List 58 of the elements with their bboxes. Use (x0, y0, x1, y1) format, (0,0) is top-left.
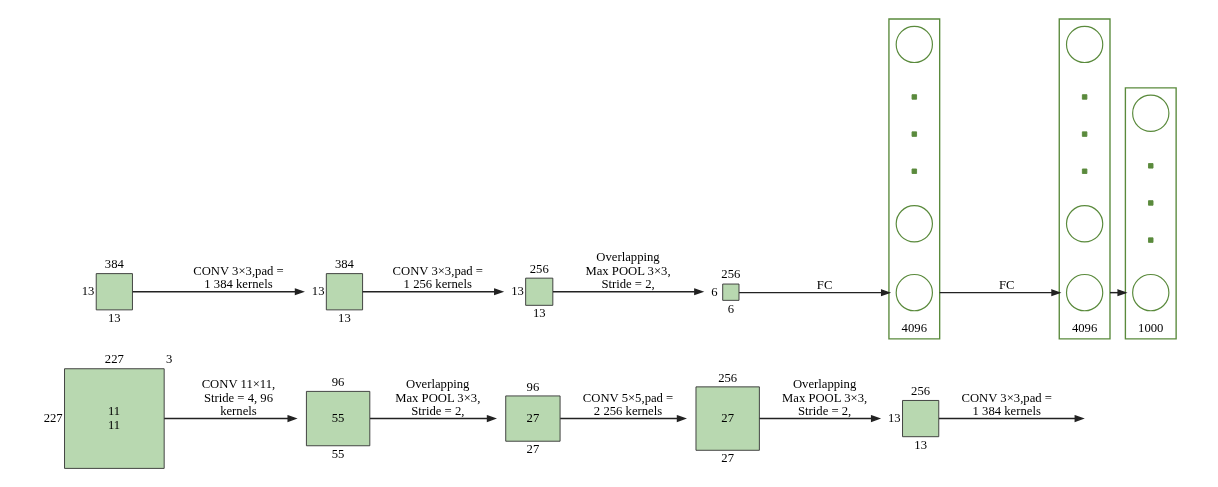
node-label: 256 (718, 370, 738, 385)
node-circle (895, 25, 933, 64)
arrow (552, 288, 705, 296)
node-label: 13 (888, 410, 901, 425)
node-circle (895, 273, 933, 312)
arrow (559, 415, 687, 423)
node-label: 256 (529, 261, 549, 276)
node-label: 227 (43, 410, 63, 425)
arrow (369, 415, 497, 423)
node-label: 384 (104, 257, 124, 272)
arrow (163, 415, 298, 423)
node-label: 13 (81, 284, 95, 299)
edge-label: CONV 3×3,pad = 1 256 kernels (392, 263, 483, 292)
node-label: 256 (721, 267, 741, 282)
node-label: 96 (526, 379, 540, 394)
node-label: 13 (108, 310, 121, 325)
edge-label: CONV 3×3,pad = 1 384 kernels (193, 263, 284, 292)
edge-label: CONV 3×3,pad = 1 384 kernels (961, 390, 1052, 419)
node-label: 6 (727, 301, 735, 316)
node-label: 384 (334, 257, 354, 272)
node-label: 13 (338, 310, 351, 325)
arrow (758, 415, 882, 423)
cluster (888, 18, 941, 340)
node-label: 13 (532, 306, 546, 321)
edge-label: FC (998, 278, 1015, 293)
edge-label: CONV 5×5,pad = 2 256 kernels (582, 390, 674, 419)
node-label: 4096 (901, 320, 927, 335)
cluster (1058, 18, 1111, 340)
node-label: 55 (331, 446, 345, 461)
cluster (1124, 87, 1177, 340)
node-label: 4096 (1071, 320, 1098, 335)
node-circle (1065, 25, 1104, 64)
edge-label: Overlapping Max POOL 3×3, Stride = 2, (395, 376, 481, 419)
arrow (131, 288, 305, 296)
node-label: 3 (165, 352, 173, 367)
arrow (938, 289, 1062, 297)
node-label: 256 (911, 384, 931, 399)
node-circle (1132, 273, 1170, 312)
node-label: 13 (311, 284, 325, 299)
node-circle (1065, 205, 1104, 243)
edge-label: Overlapping Max POOL 3×3, Stride = 2, (782, 376, 868, 419)
arrow (738, 289, 892, 297)
node-label: 13 (914, 437, 927, 452)
node-label: 27 (721, 451, 735, 466)
arrow (938, 415, 1085, 423)
edge-label: FC (816, 278, 833, 293)
node-label: 227 (104, 352, 124, 367)
node-label: 13 (511, 284, 524, 299)
node-circle (1132, 94, 1170, 132)
arrow (361, 288, 505, 296)
node-label: 1000 (1138, 320, 1164, 335)
edge-label: Overlapping Max POOL 3×3, Stride = 2, (585, 250, 671, 292)
node-circle (895, 205, 933, 243)
node-label: 96 (331, 375, 345, 390)
node-label: 27 (526, 442, 540, 457)
node-circle (1065, 273, 1104, 312)
edge-label: CONV 11×11, Stride = 4, 96 kernels (201, 376, 276, 419)
node-label: 6 (711, 284, 718, 299)
